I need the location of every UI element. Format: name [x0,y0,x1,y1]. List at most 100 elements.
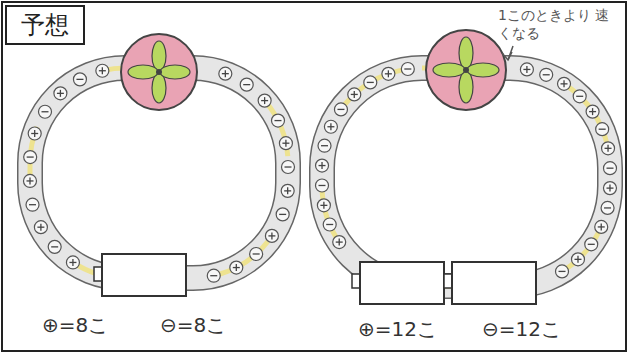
charge-bar [323,202,324,209]
minus-charge [282,161,295,174]
plus-charge [520,63,533,76]
plus-charge [230,261,243,274]
motor-left [121,34,197,110]
charge-bar [319,185,326,186]
minus-charge [316,179,329,192]
charge-circle [382,67,395,80]
charge-circle [596,123,609,136]
minus-charge [364,76,377,89]
minus-charge [604,162,617,175]
right-circuit [322,68,610,286]
charge-circle [558,77,571,90]
wire-band [322,68,610,286]
charge-circle [364,76,377,89]
minus-charge [250,247,263,260]
charge-circle [26,198,39,211]
count-label: ⊕=12こ [358,316,437,342]
charge-bar [210,275,217,276]
charge-circle [318,139,331,152]
charge-bar [102,67,103,74]
plus-charge [265,229,278,242]
motor-right [426,30,506,110]
charge-circle [54,87,67,100]
title-box: 予想 [5,5,85,45]
charge-bar [599,129,606,130]
plus-charge [382,67,395,80]
battery-right [352,262,536,304]
charge-circle [207,269,220,282]
charge-bar [285,140,286,147]
plus-charge [324,120,337,133]
propeller-blade [160,65,190,79]
propeller-blade [459,37,473,69]
charge-circle [324,120,337,133]
plus-charge [96,64,109,77]
charge-bar [388,70,389,77]
plus-charge [24,174,37,187]
count-label: ⊕=8こ [42,312,108,338]
charge-circle [401,63,414,76]
charge-circle [334,103,347,116]
minus-charge [272,114,285,127]
count-label: ⊖=12こ [482,316,561,342]
plus-charge [66,256,79,269]
charge-circle [585,238,598,251]
charge-bar [40,224,41,231]
charge-circle [348,88,361,101]
minus-charge [276,208,289,221]
charge-circle [219,67,232,80]
charge-circle [279,137,292,150]
charge-circle [250,247,263,260]
charge-bar [279,214,286,215]
charge-bar [563,80,564,87]
charge-circle [556,265,569,278]
minus-charge [596,123,609,136]
charge-bar [526,66,527,73]
charge-bar [51,246,58,247]
charge-bar [76,79,83,80]
charge-bar [253,253,260,254]
propeller-blade [152,41,166,71]
charge-circle [34,221,47,234]
charge-circle [240,78,253,91]
count-label: ⊖=8こ [160,312,226,338]
plus-charge [602,142,615,155]
plus-charge [603,182,616,195]
charge-circle [281,184,294,197]
minus-charge [323,218,336,231]
minus-charge [540,68,553,81]
minus-charge [48,240,61,253]
leader-head [502,52,512,60]
propeller-blade [459,71,473,103]
charge-circle [48,240,61,253]
minus-charge [601,201,614,214]
charge-bar [285,166,292,167]
minus-charge [73,73,86,86]
minus-charge [207,269,220,282]
charge-circle [28,127,41,140]
charge-bar [264,97,265,104]
plus-charge [219,67,232,80]
battery-body [360,262,444,304]
charge-circle [316,179,329,192]
charge-symbols [24,63,617,283]
annotation-note: 1このときより 速くなる [498,6,616,42]
charge-bar [577,256,578,263]
plus-charge [317,199,330,212]
battery-terminal [444,274,452,288]
motor-circle [121,34,197,110]
battery-left [94,254,186,296]
charge-bar [236,264,237,271]
charge-bar [367,82,374,83]
charge-bar [225,70,226,77]
charge-bar [601,223,602,230]
minus-charge [334,103,347,116]
plus-charge [28,127,41,140]
plus-charge [258,94,271,107]
charge-circle [604,162,617,175]
propeller-blade [128,65,158,79]
minus-charge [585,238,598,251]
minus-charge [240,78,253,91]
battery-terminal [94,267,102,281]
